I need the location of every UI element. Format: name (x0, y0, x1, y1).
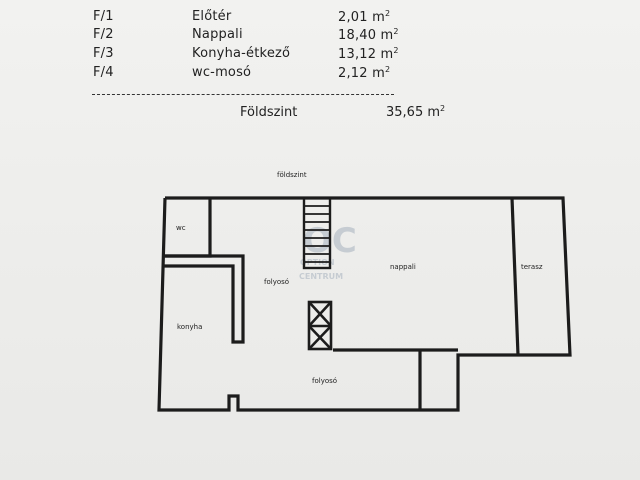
room-label-nappali: nappali (390, 263, 416, 271)
total-area: 35,65 m2 (386, 104, 446, 120)
room-name: Előtér (192, 9, 232, 24)
room-label-konyha: konyha (177, 323, 202, 331)
total-label: Földszint (240, 105, 298, 120)
plan-title: földszint (277, 171, 307, 179)
room-label-folyoso-lower: folyosó (312, 377, 337, 385)
room-name: Nappali (192, 27, 243, 42)
walls (157, 196, 572, 412)
dashed-divider (92, 94, 394, 95)
room-area: 2,12 m2 (338, 65, 391, 81)
room-area: 2,01 m2 (338, 9, 391, 25)
watermark-line2: CENTRUM (299, 272, 343, 281)
room-code: F/2 (93, 27, 114, 42)
staircase (302, 196, 332, 270)
room-code: F/4 (93, 65, 114, 80)
room-label-wc: wc (176, 224, 186, 232)
room-name: wc-mosó (192, 65, 252, 80)
room-code: F/1 (93, 9, 114, 24)
room-area: 18,40 m2 (338, 27, 399, 43)
room-label-terasz: terasz (521, 263, 543, 271)
chimney-cross-box (307, 300, 333, 351)
room-label-folyoso-upper: folyosó (264, 278, 289, 286)
room-area: 13,12 m2 (338, 46, 399, 62)
room-code: F/3 (93, 46, 114, 61)
room-name: Konyha-étkező (192, 46, 291, 61)
